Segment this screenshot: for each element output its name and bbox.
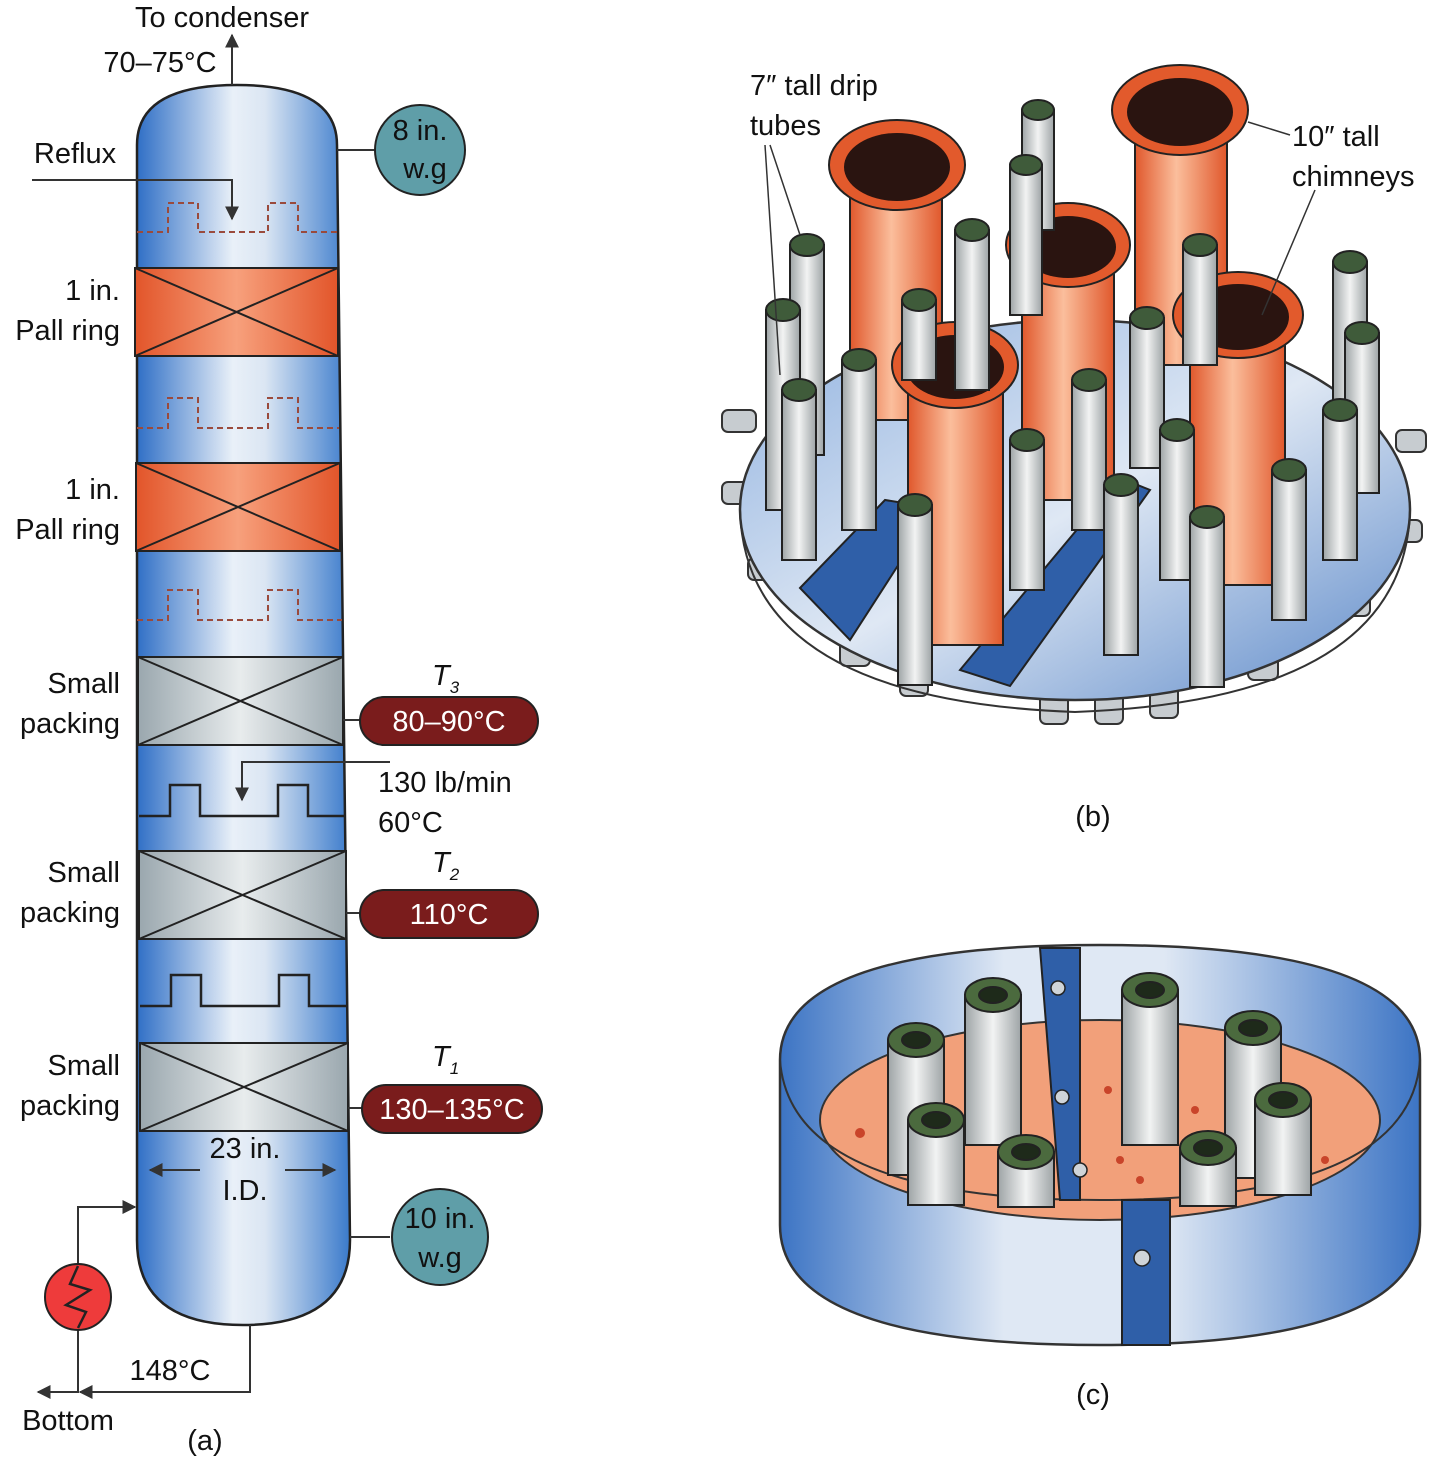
distributor-tray-3	[137, 589, 342, 621]
drip-tube	[1103, 473, 1139, 656]
pan-tube	[1121, 972, 1179, 1146]
bed-1-line2: Pall ring	[15, 315, 120, 347]
bed-5-line2: packing	[20, 1090, 120, 1122]
t2-value: 110°C	[410, 899, 489, 931]
distributor-tray-2	[137, 397, 339, 429]
pan-tube	[964, 977, 1022, 1146]
t1-symbol: T1	[432, 1041, 459, 1078]
bed-2-line1: 1 in.	[65, 474, 120, 506]
pan-tube	[997, 1134, 1055, 1208]
feed-temp-label: 60°C	[378, 807, 443, 839]
drip-tube	[1159, 418, 1195, 581]
distributor-tray-5	[140, 973, 347, 1008]
caption-a: (a)	[187, 1425, 222, 1457]
caption-b: (b)	[1075, 801, 1110, 833]
pall-ring-bed-1	[134, 267, 339, 357]
t3-value: 80–90°C	[392, 706, 505, 738]
drip-tube	[1322, 398, 1358, 561]
top-temp-label: 70–75°C	[103, 47, 216, 79]
drip-tube	[1009, 154, 1043, 316]
reflux-label: Reflux	[34, 138, 117, 170]
small-packing-bed-3	[137, 656, 344, 746]
small-packing-bed-4	[138, 850, 347, 940]
t2-badge	[359, 889, 539, 939]
drip-tube	[1071, 368, 1107, 531]
drip-tube	[1009, 428, 1045, 591]
drip-tube	[897, 493, 933, 686]
t2-symbol: T2	[432, 847, 460, 884]
drip-tube	[1182, 233, 1218, 366]
pall-ring-bed-2	[135, 462, 341, 552]
drip-pan-c	[778, 943, 1422, 1347]
bed-4-line1: Small	[47, 857, 120, 889]
reboiler-icon	[44, 1263, 112, 1331]
caption-c: (c)	[1076, 1379, 1110, 1411]
leader-lines	[764, 121, 1316, 376]
pan-bolts	[1050, 980, 1151, 1267]
panel-a-labels: To condenser 70–75°C Reflux 8 in. w.g 1 …	[15, 2, 525, 1457]
bottom-label: Bottom	[22, 1405, 114, 1437]
drip-tubes-line1: 7″ tall drip	[750, 70, 878, 102]
bed-3-line1: Small	[47, 668, 120, 700]
drip-tube	[954, 218, 990, 391]
drip-tubes-line2: tubes	[750, 110, 821, 142]
small-packing-bed-5	[139, 1042, 349, 1132]
bed-5-line1: Small	[47, 1050, 120, 1082]
pan-rim-front	[779, 1059, 1421, 1202]
drip-tubes	[765, 99, 1380, 688]
bottoms-line	[78, 1325, 251, 1399]
t3-symbol: T3	[432, 660, 460, 697]
top-pressure-line2: w.g	[402, 153, 447, 185]
distributor-tray-1	[137, 202, 337, 233]
bottom-temp-label: 148°C	[130, 1355, 211, 1387]
bottom-pressure-line2: w.g	[417, 1242, 462, 1274]
bed-1-line1: 1 in.	[65, 275, 120, 307]
drip-tube	[781, 378, 817, 561]
t1-value: 130–135°C	[379, 1094, 524, 1126]
t1-badge	[361, 1084, 543, 1134]
bed-3-line2: packing	[20, 708, 120, 740]
t3-badge	[359, 696, 539, 746]
pan-tube	[907, 1102, 965, 1206]
pan-tube	[1254, 1082, 1312, 1196]
feed-line	[235, 761, 390, 802]
bed-4-line2: packing	[20, 897, 120, 929]
reflux-line	[32, 179, 239, 221]
distributor-tray-4	[139, 783, 345, 818]
pan-tubes	[887, 972, 1312, 1208]
plate-edge	[739, 509, 1411, 714]
panel-b-labels: 7″ tall drip tubes 10″ tall chimneys (b)	[750, 70, 1415, 833]
pan-divider-front	[1121, 1199, 1171, 1346]
top-pressure-gauge	[374, 104, 466, 196]
drip-tube	[901, 288, 937, 381]
to-condenser-label: To condenser	[135, 2, 309, 34]
drip-tube	[1271, 458, 1307, 621]
diameter-line1: 23 in.	[210, 1133, 281, 1165]
pan-tube	[1179, 1130, 1237, 1207]
bottom-pressure-line1: 10 in.	[405, 1203, 476, 1235]
column-a	[32, 33, 543, 1399]
feed-rate-label: 130 lb/min	[378, 767, 512, 799]
drip-tube	[841, 348, 877, 531]
distributor-b	[721, 64, 1427, 725]
bed-2-line2: Pall ring	[15, 514, 120, 546]
drip-tube	[1189, 505, 1225, 688]
diameter-line2: I.D.	[222, 1175, 267, 1207]
drip-tube	[1129, 306, 1165, 469]
top-pressure-line1: 8 in.	[393, 115, 448, 147]
bottom-pressure-gauge	[391, 1188, 489, 1286]
reboiler-return-line	[77, 1200, 137, 1277]
chimneys-line2: chimneys	[1292, 161, 1415, 193]
pan-divider-back	[1038, 947, 1081, 1201]
bottoms-out-line	[36, 1318, 79, 1399]
chimneys-line1: 10″ tall	[1292, 121, 1380, 153]
